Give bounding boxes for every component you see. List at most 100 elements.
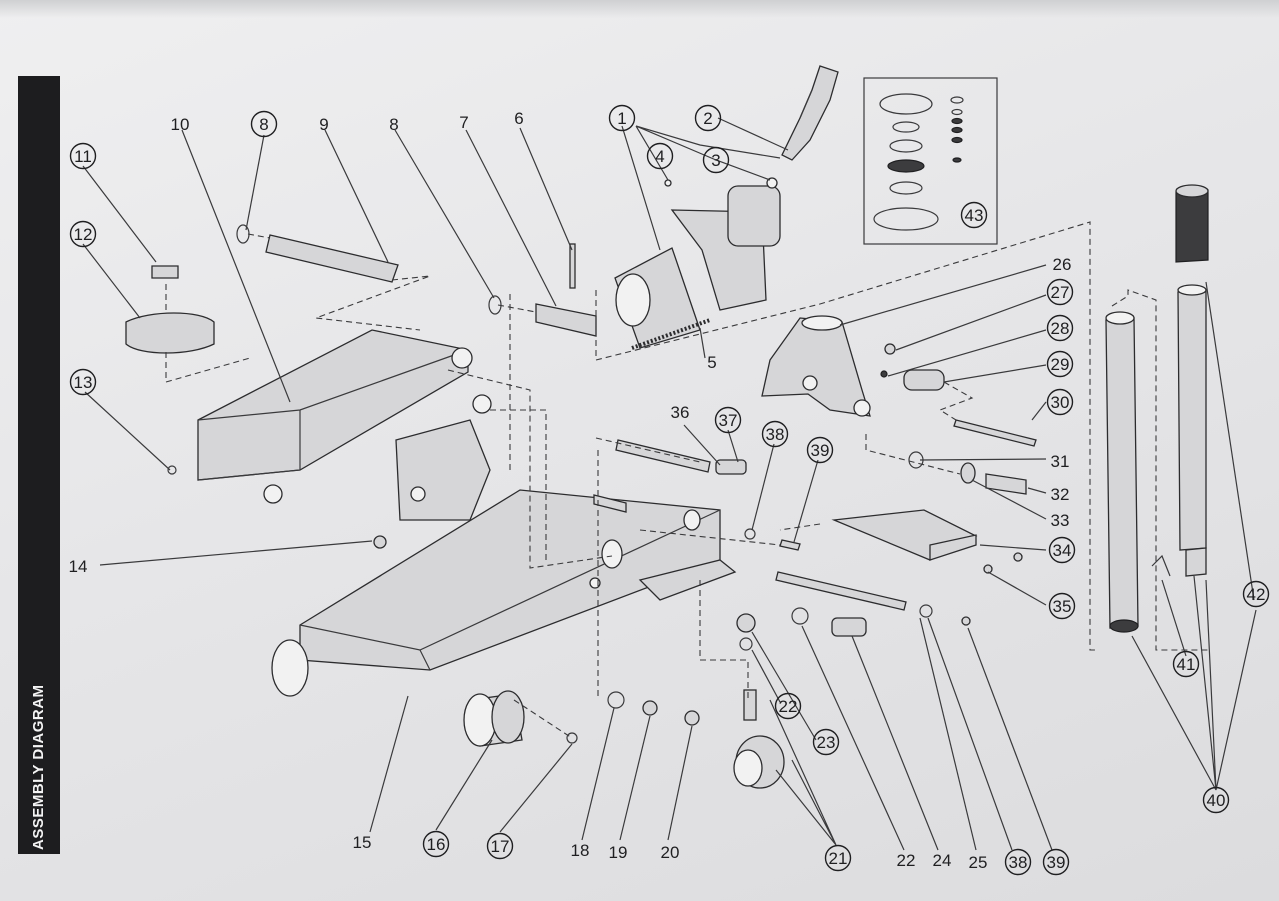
callout-number: 39 (1047, 853, 1066, 872)
callout-20: 20 (661, 843, 680, 862)
seal-kit-box (863, 77, 998, 245)
callout-circle (1242, 580, 1270, 608)
callout-34: 34 (1048, 536, 1076, 564)
callout-number: 34 (1053, 541, 1072, 560)
callout-circle (774, 692, 802, 720)
callout-36: 36 (671, 403, 690, 422)
callout-number: 22 (779, 697, 798, 716)
callout-circle (702, 146, 730, 174)
callout-27: 27 (1046, 278, 1074, 306)
callout-circle (1046, 350, 1074, 378)
callout-39: 39 (806, 436, 834, 464)
callout-33: 33 (1051, 511, 1070, 530)
callout-31: 31 (1051, 452, 1070, 471)
saddle-bracket (761, 315, 1037, 495)
callout-number: 11 (74, 147, 92, 166)
callout-number: 4 (655, 147, 664, 166)
callout-28: 28 (1046, 314, 1074, 342)
callout-circle (1046, 388, 1074, 416)
callout-number: 3 (711, 151, 720, 170)
callout-number: 42 (1247, 585, 1266, 604)
callout-8: 8 (250, 110, 278, 138)
callout-number: 27 (1051, 283, 1070, 302)
callout-number: 16 (427, 835, 446, 854)
callout-25: 25 (969, 853, 988, 872)
callout-38: 38 (761, 420, 789, 448)
callout-7: 7 (459, 113, 468, 132)
callout-circle (1172, 650, 1200, 678)
callout-number: 19 (609, 843, 628, 862)
callout-17: 17 (486, 832, 514, 860)
callout-8: 8 (389, 115, 398, 134)
callout-number: 8 (259, 115, 268, 134)
callout-circle (1048, 536, 1076, 564)
callout-number: 33 (1051, 511, 1070, 530)
callout-number: 10 (171, 115, 190, 134)
callout-number: 38 (1009, 853, 1028, 872)
callout-22: 22 (774, 692, 802, 720)
callout-number: 39 (811, 441, 830, 460)
callout-24: 24 (933, 851, 952, 870)
callout-number: 35 (1053, 597, 1072, 616)
callout-number: 41 (1177, 655, 1196, 674)
callout-39: 39 (1042, 848, 1070, 876)
callout-circle (608, 104, 636, 132)
callout-19: 19 (609, 843, 628, 862)
callout-circle (422, 830, 450, 858)
callout-number: 13 (74, 373, 93, 392)
callout-number: 30 (1051, 393, 1070, 412)
callout-35: 35 (1048, 592, 1076, 620)
callout-number: 5 (707, 353, 716, 372)
callout-6: 6 (514, 109, 523, 128)
callout-number: 12 (74, 225, 93, 244)
leader-lines (82, 117, 1257, 851)
callout-10: 10 (171, 115, 190, 134)
callout-circle (824, 844, 852, 872)
rear-plate-parts (615, 439, 1023, 651)
callout-21: 21 (824, 844, 852, 872)
callout-circle (69, 220, 97, 248)
callout-number: 25 (969, 853, 988, 872)
photo-edge-shadow (0, 0, 1279, 18)
callout-40: 40 (1202, 786, 1230, 814)
callout-number: 8 (389, 115, 398, 134)
callout-43: 43 (960, 201, 988, 229)
callout-number: 23 (817, 733, 836, 752)
callout-23: 23 (812, 728, 840, 756)
callout-circle (69, 142, 97, 170)
callout-circle (69, 368, 97, 396)
callout-14: 14 (69, 557, 88, 576)
callout-circle (1042, 848, 1070, 876)
lift-arm (197, 329, 492, 521)
callout-38: 38 (1004, 848, 1032, 876)
callout-3: 3 (702, 146, 730, 174)
callout-circle (1048, 592, 1076, 620)
callout-5: 5 (707, 353, 716, 372)
callout-circle (694, 104, 722, 132)
callout-number: 38 (766, 425, 785, 444)
callout-1: 1 (608, 104, 636, 132)
upper-parts (125, 224, 597, 475)
callout-number: 37 (719, 411, 738, 430)
callout-number: 17 (491, 837, 510, 856)
callout-circle (1046, 314, 1074, 342)
callout-circle (1046, 278, 1074, 306)
callout-11: 11 (69, 142, 97, 170)
callout-number: 28 (1051, 319, 1070, 338)
callout-41: 41 (1172, 650, 1200, 678)
callout-15: 15 (353, 833, 372, 852)
handle-tubes (1105, 184, 1209, 633)
callout-18: 18 (571, 841, 590, 860)
callout-number: 43 (965, 206, 984, 225)
callout-circle (960, 201, 988, 229)
callout-13: 13 (69, 368, 97, 396)
callout-number: 9 (319, 115, 328, 134)
callout-number: 2 (703, 109, 712, 128)
callout-4: 4 (646, 142, 674, 170)
callout-12: 12 (69, 220, 97, 248)
callout-circle (714, 406, 742, 434)
dashed-guides (165, 221, 1208, 739)
callout-22: 22 (897, 851, 916, 870)
